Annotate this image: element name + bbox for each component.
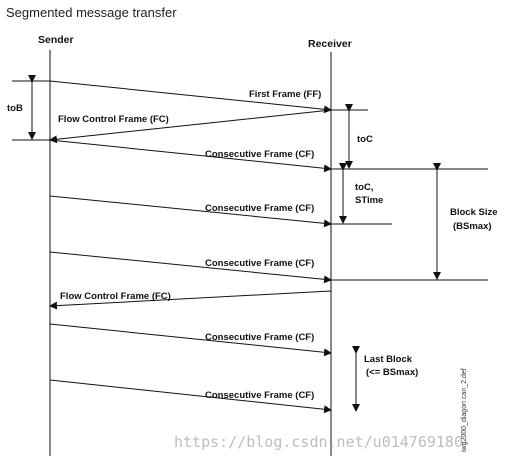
consecutive-frame-label-1: Consecutive Frame (CF) [205,149,314,160]
tob-label: toB [7,103,23,114]
flow-control-label-1: Flow Control Frame (FC) [58,114,169,125]
toc-stime-label-1: toC, [355,182,373,193]
consecutive-frame-arrow-1 [49,139,332,173]
consecutive-frame-arrow-5 [49,379,332,414]
consecutive-frame-label-5: Consecutive Frame (CF) [205,390,314,401]
side-caption: iwg2000_diagon can_2.def [461,368,468,452]
toc-stime-label-2: STime [355,195,383,206]
consecutive-frame-arrow-4 [49,323,332,357]
toc-label: toC [357,134,373,145]
flow-control-label-2: Flow Control Frame (FC) [60,291,171,302]
block-size-label-1: Block Size [450,207,498,218]
block-size-label-2: (BSmax) [453,221,492,232]
consecutive-frame-label-4: Consecutive Frame (CF) [205,332,314,343]
flow-control-arrow-1 [49,109,332,144]
consecutive-frame-label-3: Consecutive Frame (CF) [205,258,314,269]
flow-control-arrow-2 [49,290,332,310]
diagram-title: Segmented message transfer [6,5,177,20]
watermark-text: https://blog.csdn.net/u014769180 [174,433,463,451]
last-block-label-2: (<= BSmax) [366,367,418,378]
last-block-label-1: Last Block [364,354,413,365]
first-frame-arrow [49,80,332,114]
consecutive-frame-arrow-3 [49,251,332,284]
sender-label: Sender [38,34,74,46]
first-frame-label: First Frame (FF) [249,89,321,100]
receiver-label: Receiver [308,38,352,50]
consecutive-frame-label-2: Consecutive Frame (CF) [205,203,314,214]
consecutive-frame-arrow-2 [49,195,332,228]
